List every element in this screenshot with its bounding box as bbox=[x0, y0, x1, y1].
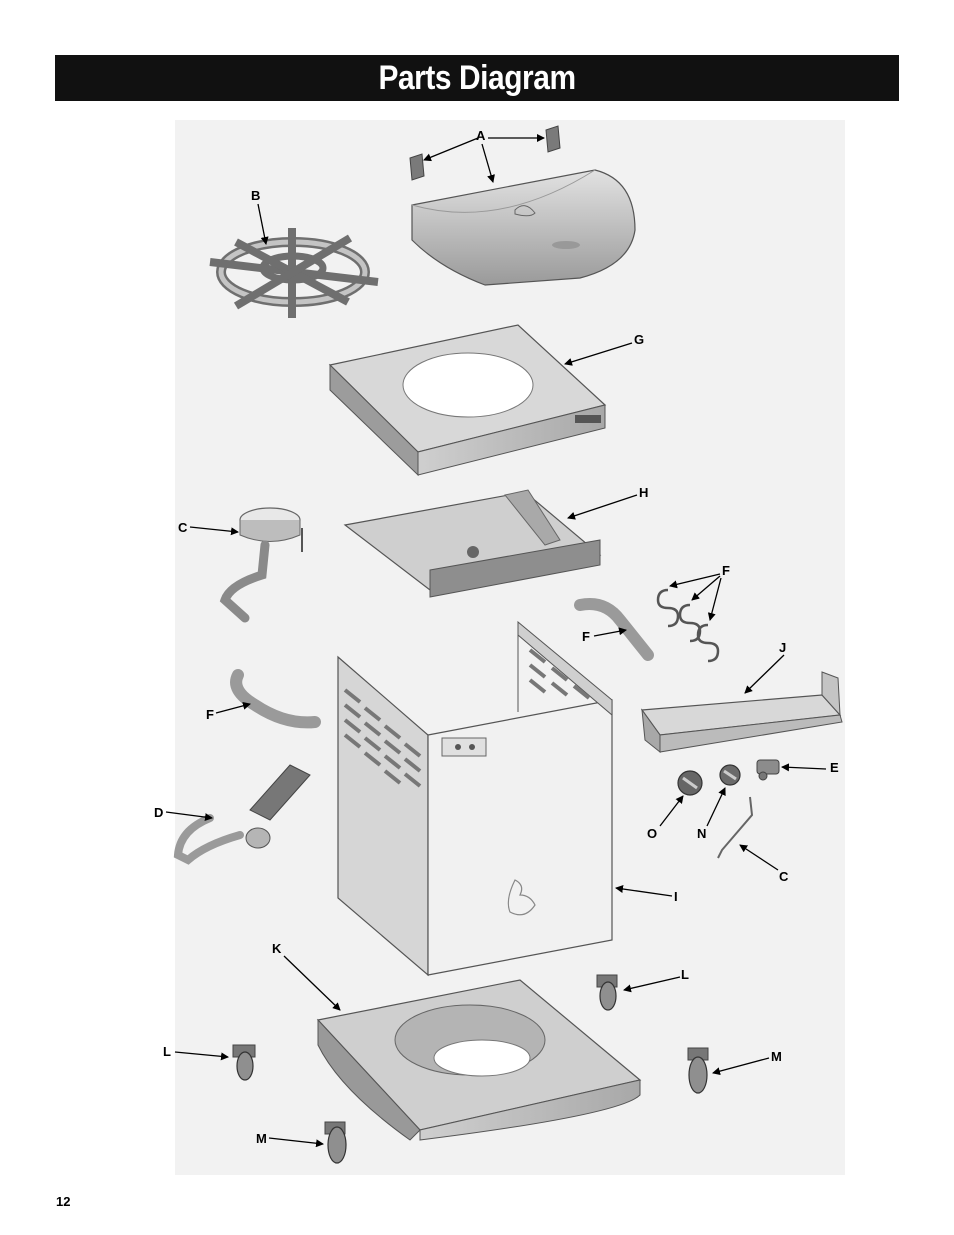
callout-o: O bbox=[647, 826, 657, 841]
callout-c-top: C bbox=[178, 520, 188, 535]
callout-m-left: M bbox=[256, 1131, 267, 1146]
callout-i: I bbox=[674, 889, 678, 904]
callout-b: B bbox=[251, 188, 260, 203]
callout-m-right: M bbox=[771, 1049, 782, 1064]
callout-a: A bbox=[476, 128, 486, 143]
part-n-knob bbox=[720, 765, 740, 785]
part-m-caster-right bbox=[688, 1048, 708, 1093]
callout-l-right: L bbox=[681, 967, 689, 982]
callout-f-top: F bbox=[722, 563, 730, 578]
callout-d: D bbox=[154, 805, 163, 820]
callout-f-left: F bbox=[206, 707, 214, 722]
callout-c-bottom: C bbox=[779, 869, 789, 884]
callout-h: H bbox=[639, 485, 648, 500]
callout-g: G bbox=[634, 332, 644, 347]
callout-k: K bbox=[272, 941, 282, 956]
callout-n: N bbox=[697, 826, 706, 841]
callout-l-left: L bbox=[163, 1044, 171, 1059]
page-number: 12 bbox=[56, 1194, 70, 1209]
callout-j: J bbox=[779, 640, 786, 655]
callout-e: E bbox=[830, 760, 839, 775]
callout-f-mid: F bbox=[582, 629, 590, 644]
part-o-knob bbox=[678, 771, 702, 795]
